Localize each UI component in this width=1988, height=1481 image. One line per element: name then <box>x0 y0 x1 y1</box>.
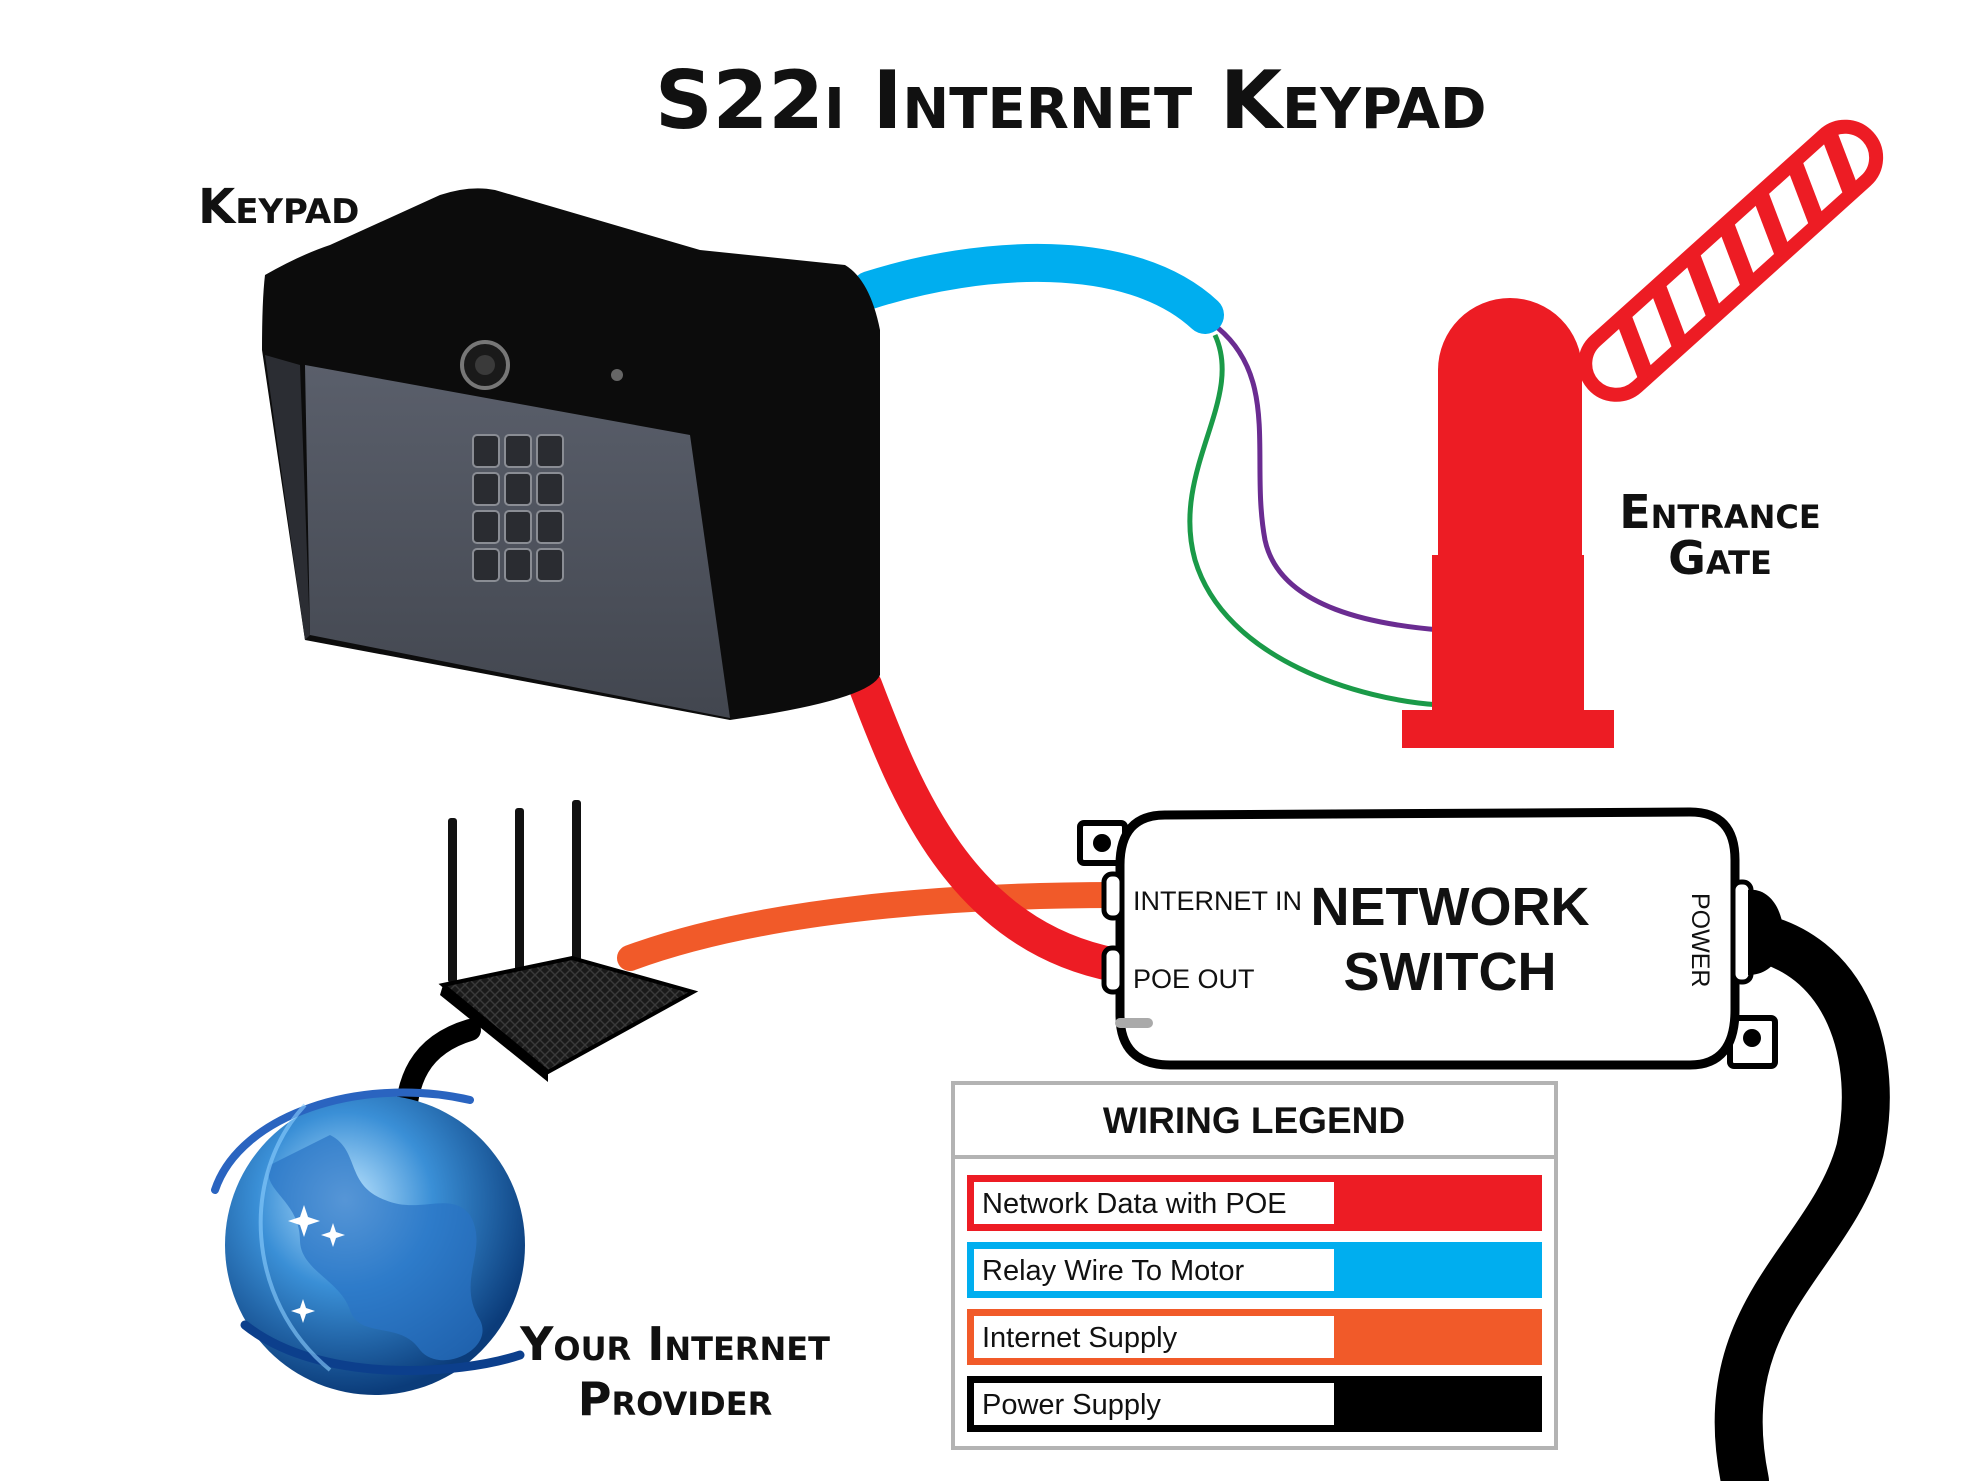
keypad-key <box>536 472 564 506</box>
keypad-device <box>262 188 880 721</box>
legend-label-box <box>974 1383 1334 1425</box>
legend-rows: Network Data with POE Relay Wire To Motor… <box>967 1175 1542 1432</box>
relay-wire-green <box>1187 333 1441 708</box>
port-internet-in[interactable] <box>1101 871 1125 921</box>
gate-arm-stripe <box>1753 186 1791 262</box>
keypad-lock-core <box>475 355 495 375</box>
gate-post-body <box>1432 555 1584 715</box>
keypad-key <box>472 434 500 468</box>
switch-mount-hole-right <box>1743 1029 1761 1047</box>
relay-wire-purple <box>1216 326 1441 633</box>
entrance-gate-label-line2: Gate <box>1668 531 1772 585</box>
legend-item-label: Relay Wire To Motor <box>982 1255 1244 1287</box>
legend-label-box <box>974 1316 1334 1358</box>
keypad-key <box>536 548 564 582</box>
diagram-title: S22i Internet Keypad <box>655 54 1487 147</box>
gate-arm-stripe <box>1718 217 1756 292</box>
gate-arm-stripe <box>1684 248 1722 323</box>
keypad-buttons <box>472 434 564 582</box>
router-edge <box>440 985 548 1082</box>
port-poe-out-label: POE OUT <box>1133 964 1255 994</box>
keypad-key <box>504 548 532 582</box>
gate-arm-stripe <box>1821 125 1859 200</box>
title-prefix: S22 <box>655 54 824 147</box>
router-antenna-1 <box>448 818 457 983</box>
port-internet-in-label: INTERNET IN <box>1133 886 1302 916</box>
legend-item-label: Network Data with POE <box>982 1188 1287 1220</box>
keypad-key <box>472 510 500 544</box>
switch-title-line2: SWITCH <box>1344 942 1557 1002</box>
keypad-key <box>536 434 564 468</box>
keypad-key <box>504 434 532 468</box>
gate-arm-stripe <box>1616 309 1654 385</box>
entrance-gate-label-line1: Entrance <box>1619 485 1821 539</box>
keypad-key <box>504 510 532 544</box>
relay-cable <box>851 243 1224 334</box>
router-body <box>438 955 699 1075</box>
legend-label-box <box>974 1182 1334 1224</box>
gate-arm-stripe <box>1650 279 1688 354</box>
power-cable <box>1714 911 1890 1481</box>
gate-arm <box>1578 119 1884 402</box>
legend-item-label: Internet Supply <box>982 1322 1178 1354</box>
keypad-camera-icon <box>611 369 623 381</box>
entrance-gate <box>1402 119 1884 748</box>
wiring-legend: WIRING LEGEND Network Data with POE Relay… <box>951 1081 1558 1450</box>
switch-led <box>1115 1018 1153 1028</box>
port-power-label: POWER <box>1686 893 1714 987</box>
switch-mount-hole-left <box>1093 834 1111 852</box>
provider-label-line1: Your Internet <box>519 1317 830 1371</box>
switch-title-line1: NETWORK <box>1311 877 1590 937</box>
legend-item-label: Power Supply <box>982 1389 1161 1421</box>
router-antenna-3 <box>572 800 581 975</box>
keypad-label: Keypad <box>198 179 359 235</box>
legend-label-box <box>974 1249 1334 1291</box>
keypad-side-edge <box>265 355 310 640</box>
port-poe-out[interactable] <box>1101 945 1125 995</box>
gate-post-base <box>1402 710 1614 748</box>
keypad-key <box>472 472 500 506</box>
poe-cable <box>848 668 1132 982</box>
router-antenna-2 <box>515 808 524 980</box>
router-device <box>438 800 699 1082</box>
globe-icon <box>211 1088 525 1395</box>
network-switch: INTERNET IN POE OUT NETWORK SWITCH POWER <box>1077 807 1784 1070</box>
internet-supply-cable <box>617 882 1128 971</box>
keypad-key <box>536 510 564 544</box>
title-rest: i Internet Keypad <box>824 54 1487 147</box>
keypad-key <box>472 548 500 582</box>
provider-label-line2: Provider <box>578 1372 772 1426</box>
power-plug <box>1748 889 1784 975</box>
gate-arm-stripes <box>1616 125 1859 385</box>
gate-post-head <box>1438 298 1582 565</box>
keypad-key <box>504 472 532 506</box>
gate-arm-stripe <box>1787 156 1825 231</box>
switch-body[interactable] <box>1115 807 1740 1070</box>
legend-title: WIRING LEGEND <box>1103 1100 1405 1141</box>
